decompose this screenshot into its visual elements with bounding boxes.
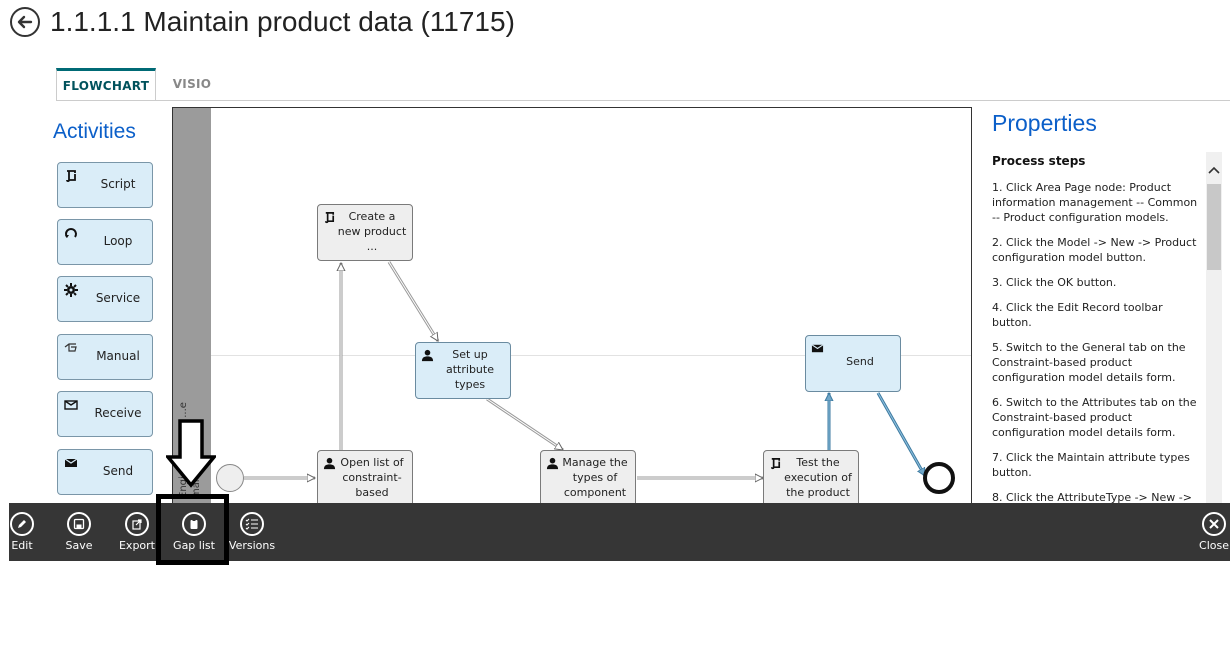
node-label: Manage the types of component ...	[562, 456, 628, 503]
envelope-icon	[811, 344, 824, 353]
script-icon	[66, 170, 76, 183]
user-icon	[546, 457, 559, 470]
node-label: Send	[846, 355, 874, 368]
activity-label: Service	[95, 291, 141, 305]
activity-label: Loop	[103, 234, 133, 248]
versions-button[interactable]: Versions	[222, 503, 282, 561]
hand-icon	[64, 343, 77, 352]
activity-script[interactable]: Script	[57, 162, 153, 208]
page-title: 1.1.1.1 Maintain product data (11715)	[50, 6, 515, 37]
clipboard-icon	[190, 519, 198, 529]
activity-receive[interactable]: Receive	[57, 391, 153, 437]
activity-service[interactable]: Service	[57, 276, 153, 322]
connectors	[244, 261, 927, 503]
process-steps-list: 1. Click Area Page node: Product informa…	[992, 180, 1204, 503]
node-setup-attributes[interactable]: Set up attribute types	[415, 342, 511, 399]
arrow-left-icon	[17, 15, 33, 29]
script-icon	[324, 212, 335, 224]
activity-loop[interactable]: Loop	[57, 219, 153, 265]
activity-label: Receive	[94, 406, 142, 420]
properties-title: Properties	[992, 110, 1097, 136]
end-event[interactable]	[923, 462, 955, 494]
node-label: Test the execution of the product ...	[784, 456, 852, 503]
versions-label: Versions	[228, 539, 276, 552]
activity-manual[interactable]: Manual	[57, 334, 153, 380]
activity-label: Manual	[96, 349, 140, 363]
user-icon	[323, 457, 336, 470]
flowchart-canvas[interactable]: Engineer, ... er, ...e manager Create a …	[172, 107, 972, 503]
envelope-open-icon	[64, 400, 78, 410]
user-icon	[421, 349, 434, 362]
tab-visio[interactable]: VISIO	[172, 77, 212, 91]
close-button[interactable]: Close	[1184, 503, 1230, 561]
node-label: Create a new product ...	[337, 210, 407, 253]
edit-label: Edit	[11, 539, 33, 552]
start-event[interactable]	[216, 464, 244, 492]
node-open-list[interactable]: Open list of constraint-based product ..…	[317, 450, 413, 503]
pencil-icon	[18, 520, 26, 528]
save-icon	[73, 518, 85, 530]
loop-icon	[65, 228, 77, 238]
save-label: Save	[65, 539, 93, 552]
process-step: 4. Click the Edit Record toolbar button.	[992, 301, 1163, 329]
process-steps-heading: Process steps	[992, 154, 1086, 168]
node-label: Set up attribute types	[446, 348, 494, 391]
gap-list-label: Gap list	[173, 539, 215, 552]
gap-list-button[interactable]: Gap list	[164, 503, 224, 561]
annotation-arrow-icon	[166, 419, 216, 488]
activity-label: Send	[102, 464, 134, 478]
node-create-product[interactable]: Create a new product ...	[317, 204, 413, 261]
swimlane-divider	[211, 355, 971, 356]
process-step: 7. Click the Maintain attribute types bu…	[992, 451, 1190, 479]
tab-divider	[56, 100, 1230, 101]
node-test-execution[interactable]: Test the execution of the product ...	[763, 450, 859, 503]
activity-send[interactable]: Send	[57, 449, 153, 495]
node-send[interactable]: Send	[805, 335, 901, 392]
export-icon	[132, 519, 142, 530]
chevron-up-icon[interactable]	[1206, 163, 1222, 179]
node-manage-types[interactable]: Manage the types of component ...	[540, 450, 636, 503]
close-label: Close	[1199, 539, 1229, 552]
process-step: 6. Switch to the Attributes tab on the C…	[992, 396, 1197, 439]
process-step: 3. Click the OK button.	[992, 276, 1117, 289]
back-button[interactable]	[10, 7, 40, 37]
scrollbar-thumb[interactable]	[1207, 184, 1221, 270]
process-step: 2. Click the Model -> New -> Product con…	[992, 236, 1197, 264]
gear-icon	[64, 283, 78, 297]
close-icon	[1209, 519, 1219, 529]
tab-flowchart[interactable]: FLOWCHART	[56, 68, 156, 100]
export-label: Export	[118, 539, 155, 552]
save-button[interactable]: Save	[49, 503, 109, 561]
process-step: 8. Click the AttributeType -> New -> New…	[992, 491, 1192, 503]
activity-label: Script	[100, 177, 136, 191]
checklist-icon	[245, 518, 258, 530]
script-icon	[770, 458, 781, 470]
edit-button[interactable]: Edit	[0, 503, 52, 561]
node-label: Open list of constraint-based product ..…	[340, 456, 404, 503]
process-step: 5. Switch to the General tab on the Cons…	[992, 341, 1186, 384]
export-button[interactable]: Export	[107, 503, 167, 561]
process-step: 1. Click Area Page node: Product informa…	[992, 181, 1198, 224]
envelope-icon	[64, 458, 78, 467]
app-bar	[9, 503, 1230, 561]
activities-title: Activities	[53, 120, 136, 143]
